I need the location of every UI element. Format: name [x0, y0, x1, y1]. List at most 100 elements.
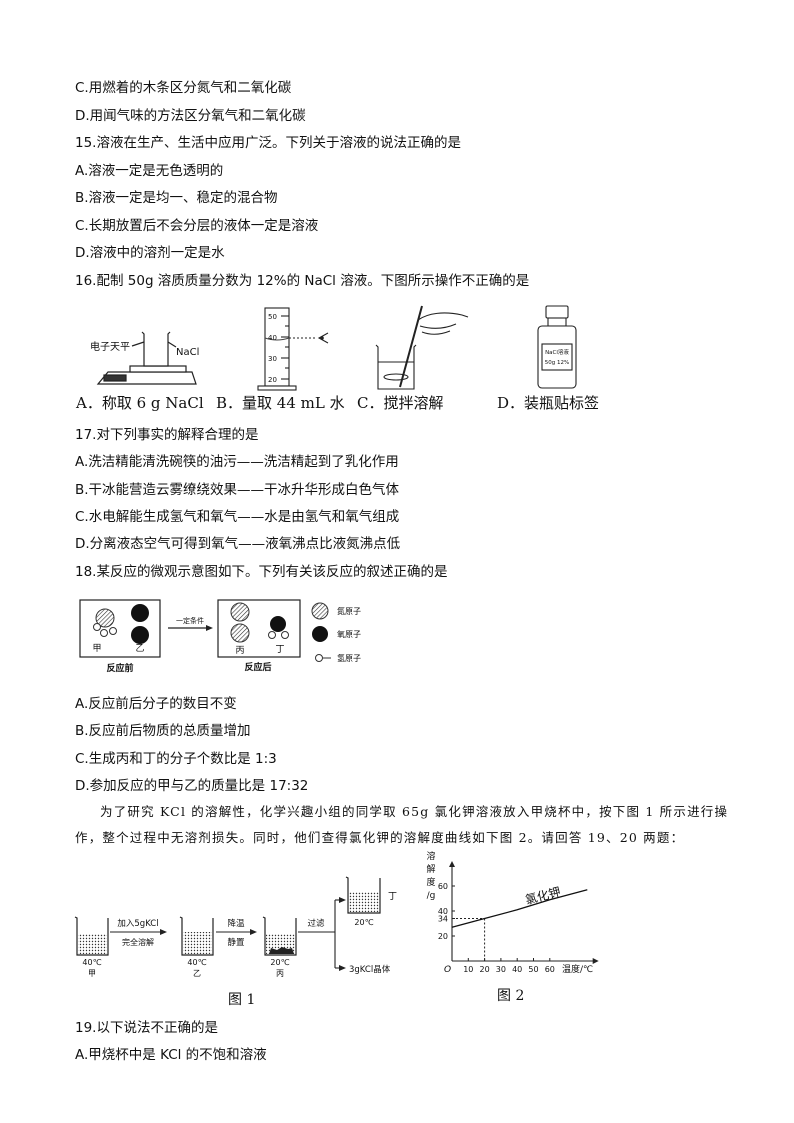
- q15-option-b: B.溶液一定是均一、稳定的混合物: [75, 190, 278, 206]
- after-box: [217, 599, 301, 658]
- x-tick-label: 60: [545, 965, 555, 974]
- q18-stem: 18.某反应的微观示意图如下。下列有关该反应的叙述正确的是: [75, 564, 448, 580]
- q17-option-b: B.干冰能营造云雾缭绕效果——干冰升华形成白色气体: [75, 482, 400, 498]
- legend-nitrogen-label: 氮原子: [337, 606, 361, 616]
- balance-label-leader: [131, 341, 145, 347]
- q17-stem: 17.对下列事实的解释合理的是: [75, 427, 259, 443]
- stirring-setup: [375, 305, 469, 390]
- y-tick-label: 20: [438, 932, 448, 941]
- q14-option-d: D.用闻气味的方法区分氧气和二氧化碳: [75, 108, 306, 124]
- beaker-temp: 20℃: [270, 958, 289, 967]
- arrow-head: [160, 929, 167, 935]
- after-caption: 反应后: [244, 661, 271, 673]
- nitrogen-atom: [230, 602, 250, 622]
- x-tick-label: 50: [528, 965, 538, 974]
- step3-label: 过滤: [307, 918, 325, 929]
- before-caption: 反应前: [106, 662, 133, 674]
- reaction-condition: 一定条件: [176, 616, 204, 625]
- nitrogen-atom: [95, 608, 115, 628]
- bottle-label-line1: NaCl溶液: [545, 348, 569, 356]
- hydrogen-atom: [268, 631, 276, 639]
- q16-caption-b: B．量取 44 mL 水: [216, 394, 345, 412]
- hydrogen-atom: [100, 629, 108, 637]
- molecule-label-jia: 甲: [92, 643, 101, 654]
- cylinder-tick-label: 50: [268, 313, 277, 321]
- weighing-beaker: [141, 331, 171, 367]
- figure-2-caption: 图 2: [497, 988, 525, 1004]
- x-tick-label: 10: [463, 965, 473, 974]
- q18-option-d: D.参加反应的甲与乙的质量比是 17:32: [75, 778, 309, 794]
- q15-option-a: A.溶液一定是无色透明的: [75, 163, 224, 179]
- stirring-beaker: [375, 344, 417, 390]
- molecule-label-ding: 丁: [275, 645, 284, 655]
- balance-scale: [96, 331, 197, 385]
- y-axis-label: 解: [426, 863, 435, 875]
- graduated-cylinder: [257, 307, 329, 391]
- y-axis-label: 度: [426, 876, 435, 888]
- molecule-label-yi: 乙: [135, 643, 144, 654]
- q15-option-c: C.长期放置后不会分层的液体一定是溶液: [75, 218, 319, 234]
- solubility-curve: [451, 889, 588, 928]
- cylinder-tick-label: 30: [268, 355, 277, 363]
- solution: [78, 934, 107, 954]
- q18-option-c: C.生成丙和丁的分子个数比是 1:3: [75, 751, 277, 767]
- legend-oxygen-icon: [312, 626, 328, 642]
- x-tick-label: 40: [512, 965, 522, 974]
- q16-caption-a: A．称取 6 g NaCl: [76, 394, 204, 412]
- liquid-meniscus: [264, 337, 290, 341]
- nacl-label-leader: [167, 341, 177, 348]
- bottle-cap: [545, 305, 569, 319]
- figure-1-process: 40℃ 甲 加入5gKCl 完全溶解 40℃ 乙 降温 静置 20℃ 丙 过滤 …: [74, 876, 397, 978]
- legend-nitrogen-icon: [311, 602, 329, 620]
- cylinder-base: [257, 385, 297, 391]
- intro-line-2: 作，整个过程中无溶剂损失。同时，他们查得氯化钾的溶解度曲线如下图 2。请回答 1…: [75, 830, 685, 845]
- origin-label: O: [444, 965, 451, 975]
- cylinder-tick-label: 40: [268, 334, 277, 342]
- step2-top-label: 降温: [227, 918, 245, 929]
- beaker-temp: 20℃: [354, 918, 373, 927]
- y-tick-label: 34: [438, 915, 448, 924]
- nacl-label: NaCl: [176, 347, 199, 358]
- beaker-name: 丁: [388, 892, 397, 902]
- y-tick-label: 40: [438, 907, 448, 916]
- balance-pan: [129, 365, 187, 373]
- eye-pupil: [320, 336, 324, 340]
- swirl: [383, 373, 409, 381]
- series-label: 氯化钾: [524, 885, 562, 907]
- q17-option-c: C.水电解能生成氢气和氧气——水是由氢气和氧气组成: [75, 509, 400, 525]
- q16-stem: 16.配制 50g 溶质质量分数为 12%的 NaCl 溶液。下图所示操作不正确…: [75, 273, 530, 289]
- bottle-label: [541, 343, 573, 371]
- step1-top-label: 加入5gKCl: [117, 918, 158, 929]
- legend-hydrogen-icon: [315, 654, 323, 662]
- cylinder-tick-label: 20: [268, 376, 277, 384]
- beaker-name: 乙: [193, 969, 201, 978]
- nitrogen-atom: [230, 623, 250, 643]
- beaker-ding: [345, 876, 381, 914]
- bottle-neck: [547, 317, 567, 327]
- beaker-jia: [74, 916, 109, 956]
- y-axis-label: /g: [427, 891, 436, 901]
- oxygen-atom: [131, 626, 149, 644]
- bottle-label-line2: 50g 12%: [545, 360, 569, 366]
- x-tick-label: 20: [480, 965, 490, 974]
- beaker-name: 丙: [276, 969, 284, 978]
- beaker-bing: [262, 916, 297, 956]
- x-axis-arrow: [592, 958, 599, 964]
- y-tick-label: 60: [438, 882, 448, 891]
- legend-hydrogen-label: 氢原子: [337, 653, 361, 663]
- balance-label: 电子天平: [90, 340, 130, 353]
- hydrogen-atom: [109, 627, 117, 635]
- oxygen-atom: [270, 616, 286, 632]
- y-axis-label: 溶: [426, 850, 435, 862]
- q14-option-c: C.用燃着的木条区分氮气和二氧化碳: [75, 80, 292, 96]
- q17-option-a: A.洗洁精能清洗碗筷的油污——洗洁精起到了乳化作用: [75, 454, 399, 470]
- before-box: [79, 599, 161, 658]
- solution: [183, 932, 212, 954]
- step1-bottom-label: 完全溶解: [122, 937, 154, 947]
- arrow-head: [250, 929, 257, 935]
- arrow-head: [206, 625, 213, 631]
- beaker-name: 甲: [88, 969, 96, 978]
- x-tick-label: 30: [496, 965, 506, 974]
